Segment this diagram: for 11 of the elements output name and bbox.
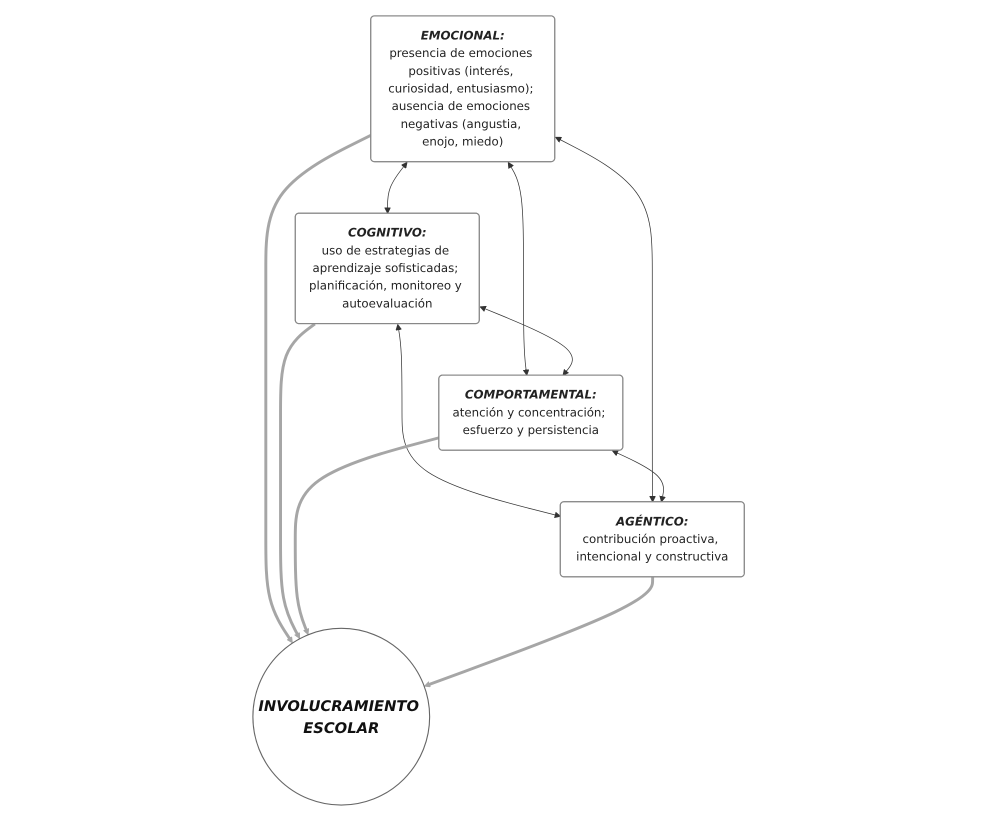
arrow bbox=[278, 322, 316, 639]
arrow bbox=[508, 162, 530, 376]
arrow bbox=[395, 324, 561, 518]
arrow bbox=[264, 134, 372, 644]
node-circle: INVOLUCRAMIENTO ESCOLAR bbox=[252, 628, 430, 806]
arrow bbox=[480, 306, 573, 376]
arrow bbox=[424, 577, 654, 688]
arrow bbox=[294, 436, 440, 636]
arrow bbox=[612, 450, 666, 502]
arrow bbox=[384, 162, 408, 214]
arrow bbox=[554, 136, 656, 502]
